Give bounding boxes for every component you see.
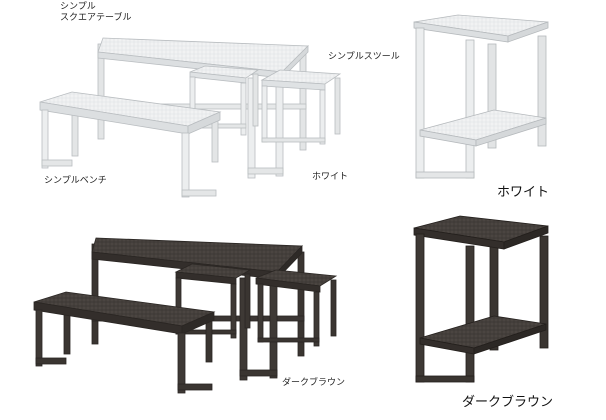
brown-dining-set [33, 237, 338, 394]
white-dining-set [39, 37, 342, 198]
white-stool-right [260, 69, 342, 145]
white-color-label-small: ホワイト [312, 172, 349, 182]
brown-side-console [413, 215, 549, 383]
white-color-label-large: ホワイト [497, 185, 550, 200]
dark-brown-color-label-small: ダークブラウン [282, 378, 346, 388]
brown-stool-right [255, 269, 338, 347]
white-bench [39, 91, 222, 198]
dark-brown-color-label-large: ダークブラウン [462, 395, 554, 410]
simple-bench-label: シンプルベンチ [44, 176, 107, 186]
simple-square-table-label-line2: スクエアテーブル [60, 13, 132, 23]
white-stool-left [189, 65, 260, 136]
white-side-console [413, 14, 549, 179]
simple-stool-label: シンプルスツール [328, 52, 400, 62]
brown-bench [33, 291, 216, 394]
simple-square-table-label-line1: シンプル [60, 2, 96, 12]
